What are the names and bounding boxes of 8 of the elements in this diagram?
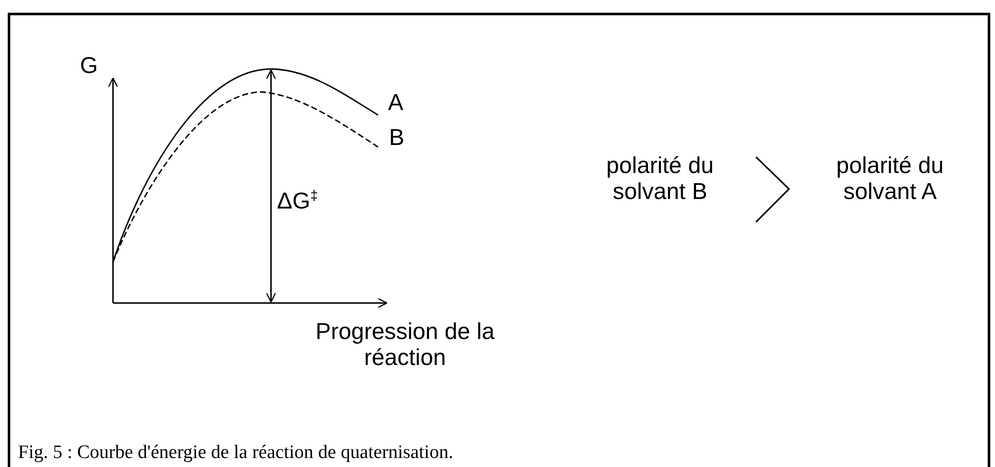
curve-label: B <box>389 124 404 150</box>
axis-label: Progression de la réaction <box>314 318 496 370</box>
axis-label: G <box>80 52 98 78</box>
energy-label: ΔG$^{‡}$ <box>277 186 318 214</box>
curve-label: A <box>388 89 404 115</box>
comparison-text: polarité du solvant B <box>605 152 715 204</box>
figure-caption: Fig. 5 : Courbe d'énergie de la réaction de quaternisation. <box>18 442 454 464</box>
comparison-text: polarité du solvant A <box>835 152 945 204</box>
